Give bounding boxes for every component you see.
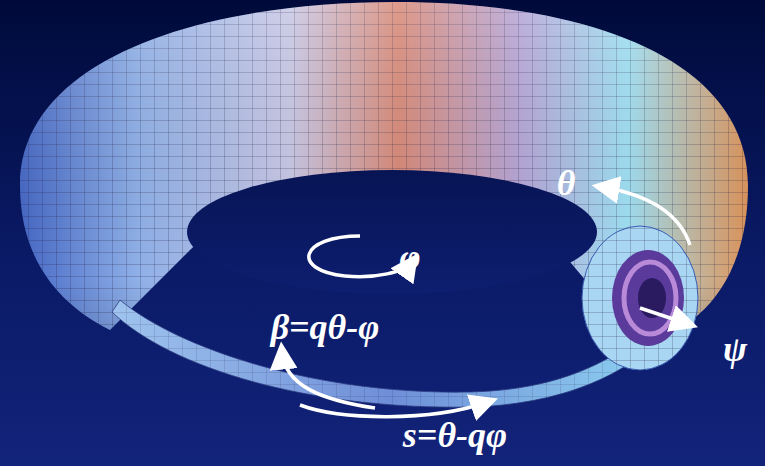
coordinate-label: θ: [557, 164, 576, 204]
coordinate-label: β=qθ-φ: [271, 308, 380, 348]
coordinate-label: φ: [399, 238, 420, 278]
coordinate-label: ψ: [723, 330, 747, 370]
coordinate-label: s=θ-qφ: [403, 416, 507, 456]
